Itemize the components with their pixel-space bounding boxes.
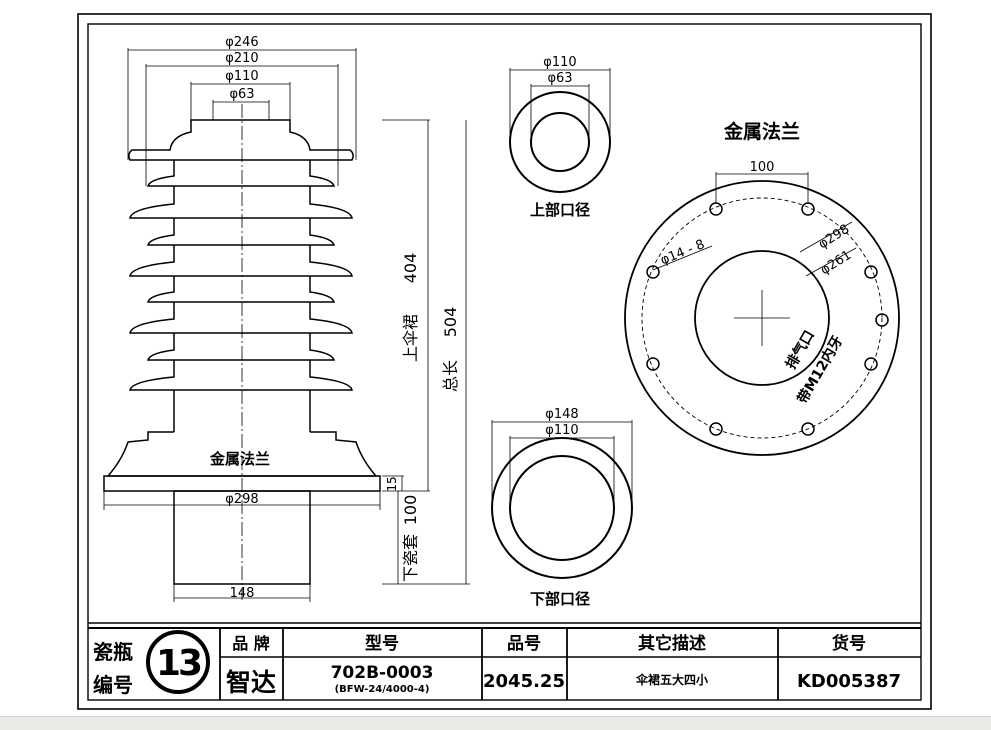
- side-flange-label: 金属法兰: [209, 450, 270, 468]
- id-number: 13: [156, 643, 201, 684]
- outer-frame: [77, 13, 932, 710]
- total-length-value: 504: [441, 307, 460, 338]
- bottom-strip: [0, 716, 991, 730]
- upper-bore-dim-outer: φ110: [543, 55, 576, 70]
- upper-bore-dim-inner: φ63: [547, 71, 572, 86]
- inner-frame: [87, 23, 922, 701]
- upper-shed-length: 404: [401, 253, 420, 284]
- flange-view-title: 金属法兰: [723, 120, 800, 143]
- title-block-grid: [88, 622, 921, 700]
- dim-bottom-dia: 148: [230, 586, 255, 601]
- dim-flange-dia: φ298: [225, 492, 258, 507]
- side-top-dims: [103, 48, 470, 602]
- side-view: [103, 119, 381, 585]
- dim-phi63: φ63: [229, 87, 254, 102]
- desc-label: 其它描述: [638, 633, 706, 654]
- id-label-2: 编号: [93, 673, 133, 697]
- upper-bore-view: [509, 68, 611, 193]
- part-label: 品号: [507, 634, 541, 654]
- upper-bore-label: 上部口径: [530, 201, 590, 219]
- dim-phi210: φ210: [225, 51, 258, 66]
- goods-value: KD005387: [797, 671, 901, 692]
- lower-sleeve-length: 100: [401, 495, 420, 526]
- part-value: 2045.25: [483, 671, 565, 692]
- vent-label: 排气口: [782, 327, 818, 372]
- flange-view: [624, 172, 900, 456]
- brand-label: 品 牌: [232, 634, 270, 653]
- brand-value: 智达: [226, 668, 276, 697]
- model-value: 702B-0003: [331, 663, 434, 683]
- desc-value: 伞裙五大四小: [635, 672, 708, 687]
- lower-bore-dim-inner: φ110: [545, 423, 578, 438]
- goods-label: 货号: [832, 633, 866, 654]
- dim-flange-thickness: 15: [385, 476, 399, 491]
- flange-spacing-dim: 100: [750, 160, 775, 175]
- dim-phi110: φ110: [225, 69, 258, 84]
- model-sub: (BFW-24/4000-4): [335, 684, 430, 695]
- flange-hole-spec: φ14 - 8: [658, 237, 707, 268]
- id-label-1: 瓷瓶: [93, 640, 133, 664]
- lower-bore-view: [491, 420, 633, 579]
- flange-circle-outer: φ298: [816, 222, 852, 252]
- upper-shed-label: 上伞裙: [401, 314, 420, 362]
- lower-bore-dim-outer: φ148: [545, 407, 578, 422]
- lower-bore-label: 下部口径: [530, 590, 590, 608]
- dim-phi246: φ246: [225, 35, 258, 50]
- model-label: 型号: [365, 633, 399, 654]
- total-length-label: 总长: [441, 360, 460, 392]
- lower-sleeve-label: 下瓷套: [401, 534, 420, 582]
